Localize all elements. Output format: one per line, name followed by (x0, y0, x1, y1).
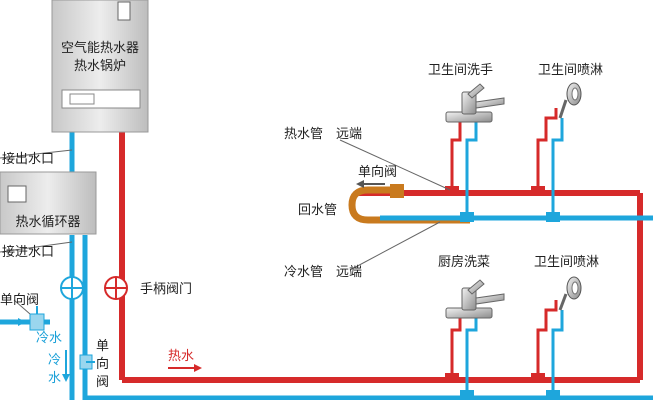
return-arrow (356, 180, 385, 188)
return-pipe-label: 回水管 (298, 203, 337, 218)
circulator-unit: 热水循环器 (0, 171, 97, 235)
bath-sink-faucet-icon (445, 83, 505, 123)
bath-shower-bottom-riser (531, 300, 564, 400)
boiler-label-line2: 热水锅炉 (74, 58, 126, 74)
check-valve-left-label: 单向阀 (0, 292, 39, 308)
handle-valve-left-icon (60, 276, 84, 300)
shower-head-bottom-icon (558, 276, 582, 311)
circulator-label: 热水循环器 (15, 215, 80, 230)
hot-arrow (168, 364, 202, 372)
bath-shower-bottom-label: 卫生间喷淋 (534, 255, 599, 270)
kitchen-sink-riser (445, 318, 478, 400)
shower-head-top-icon (558, 82, 582, 119)
outlet-label: 接出水口 (2, 151, 54, 167)
check-valve-top-label: 单向阀 (358, 164, 397, 180)
hot-far-label: 热水管 远端 (284, 127, 362, 142)
hot-flow-label: 热水 (168, 349, 194, 364)
cold-flow-label: 冷水 (36, 331, 62, 346)
check-valve-left-icon (29, 306, 45, 331)
bath-shower-top-riser (531, 108, 564, 222)
bath-shower-top-label: 卫生间喷淋 (538, 63, 603, 78)
cold-vertical-2: 水 (48, 371, 61, 386)
boiler-unit: 空气能热水器 热水锅炉 (51, 0, 149, 133)
cold-far-label: 冷水管 远端 (284, 265, 362, 280)
handle-valve-hot-icon (104, 276, 128, 300)
cold-arrow-left (2, 318, 26, 326)
inlet-label: 接进水口 (2, 244, 54, 260)
check-bottom-3: 阀 (96, 375, 109, 390)
bath-sink-riser (445, 122, 478, 222)
return-pipe (348, 184, 470, 224)
kitchen-sink-faucet-icon (445, 279, 505, 319)
cold-arrow-down (62, 350, 70, 382)
check-bottom-1: 单 (96, 339, 109, 354)
kitchen-sink-label: 厨房洗菜 (438, 254, 490, 270)
handle-valve-label: 手柄阀门 (140, 282, 192, 297)
leader-lines (0, 139, 451, 315)
check-valve-bottom-icon (79, 354, 95, 370)
cold-vertical-1: 冷 (48, 353, 61, 368)
bath-sink-label: 卫生间洗手 (428, 63, 493, 78)
boiler-label-line1: 空气能热水器 (61, 40, 139, 56)
check-bottom-2: 向 (96, 356, 109, 372)
